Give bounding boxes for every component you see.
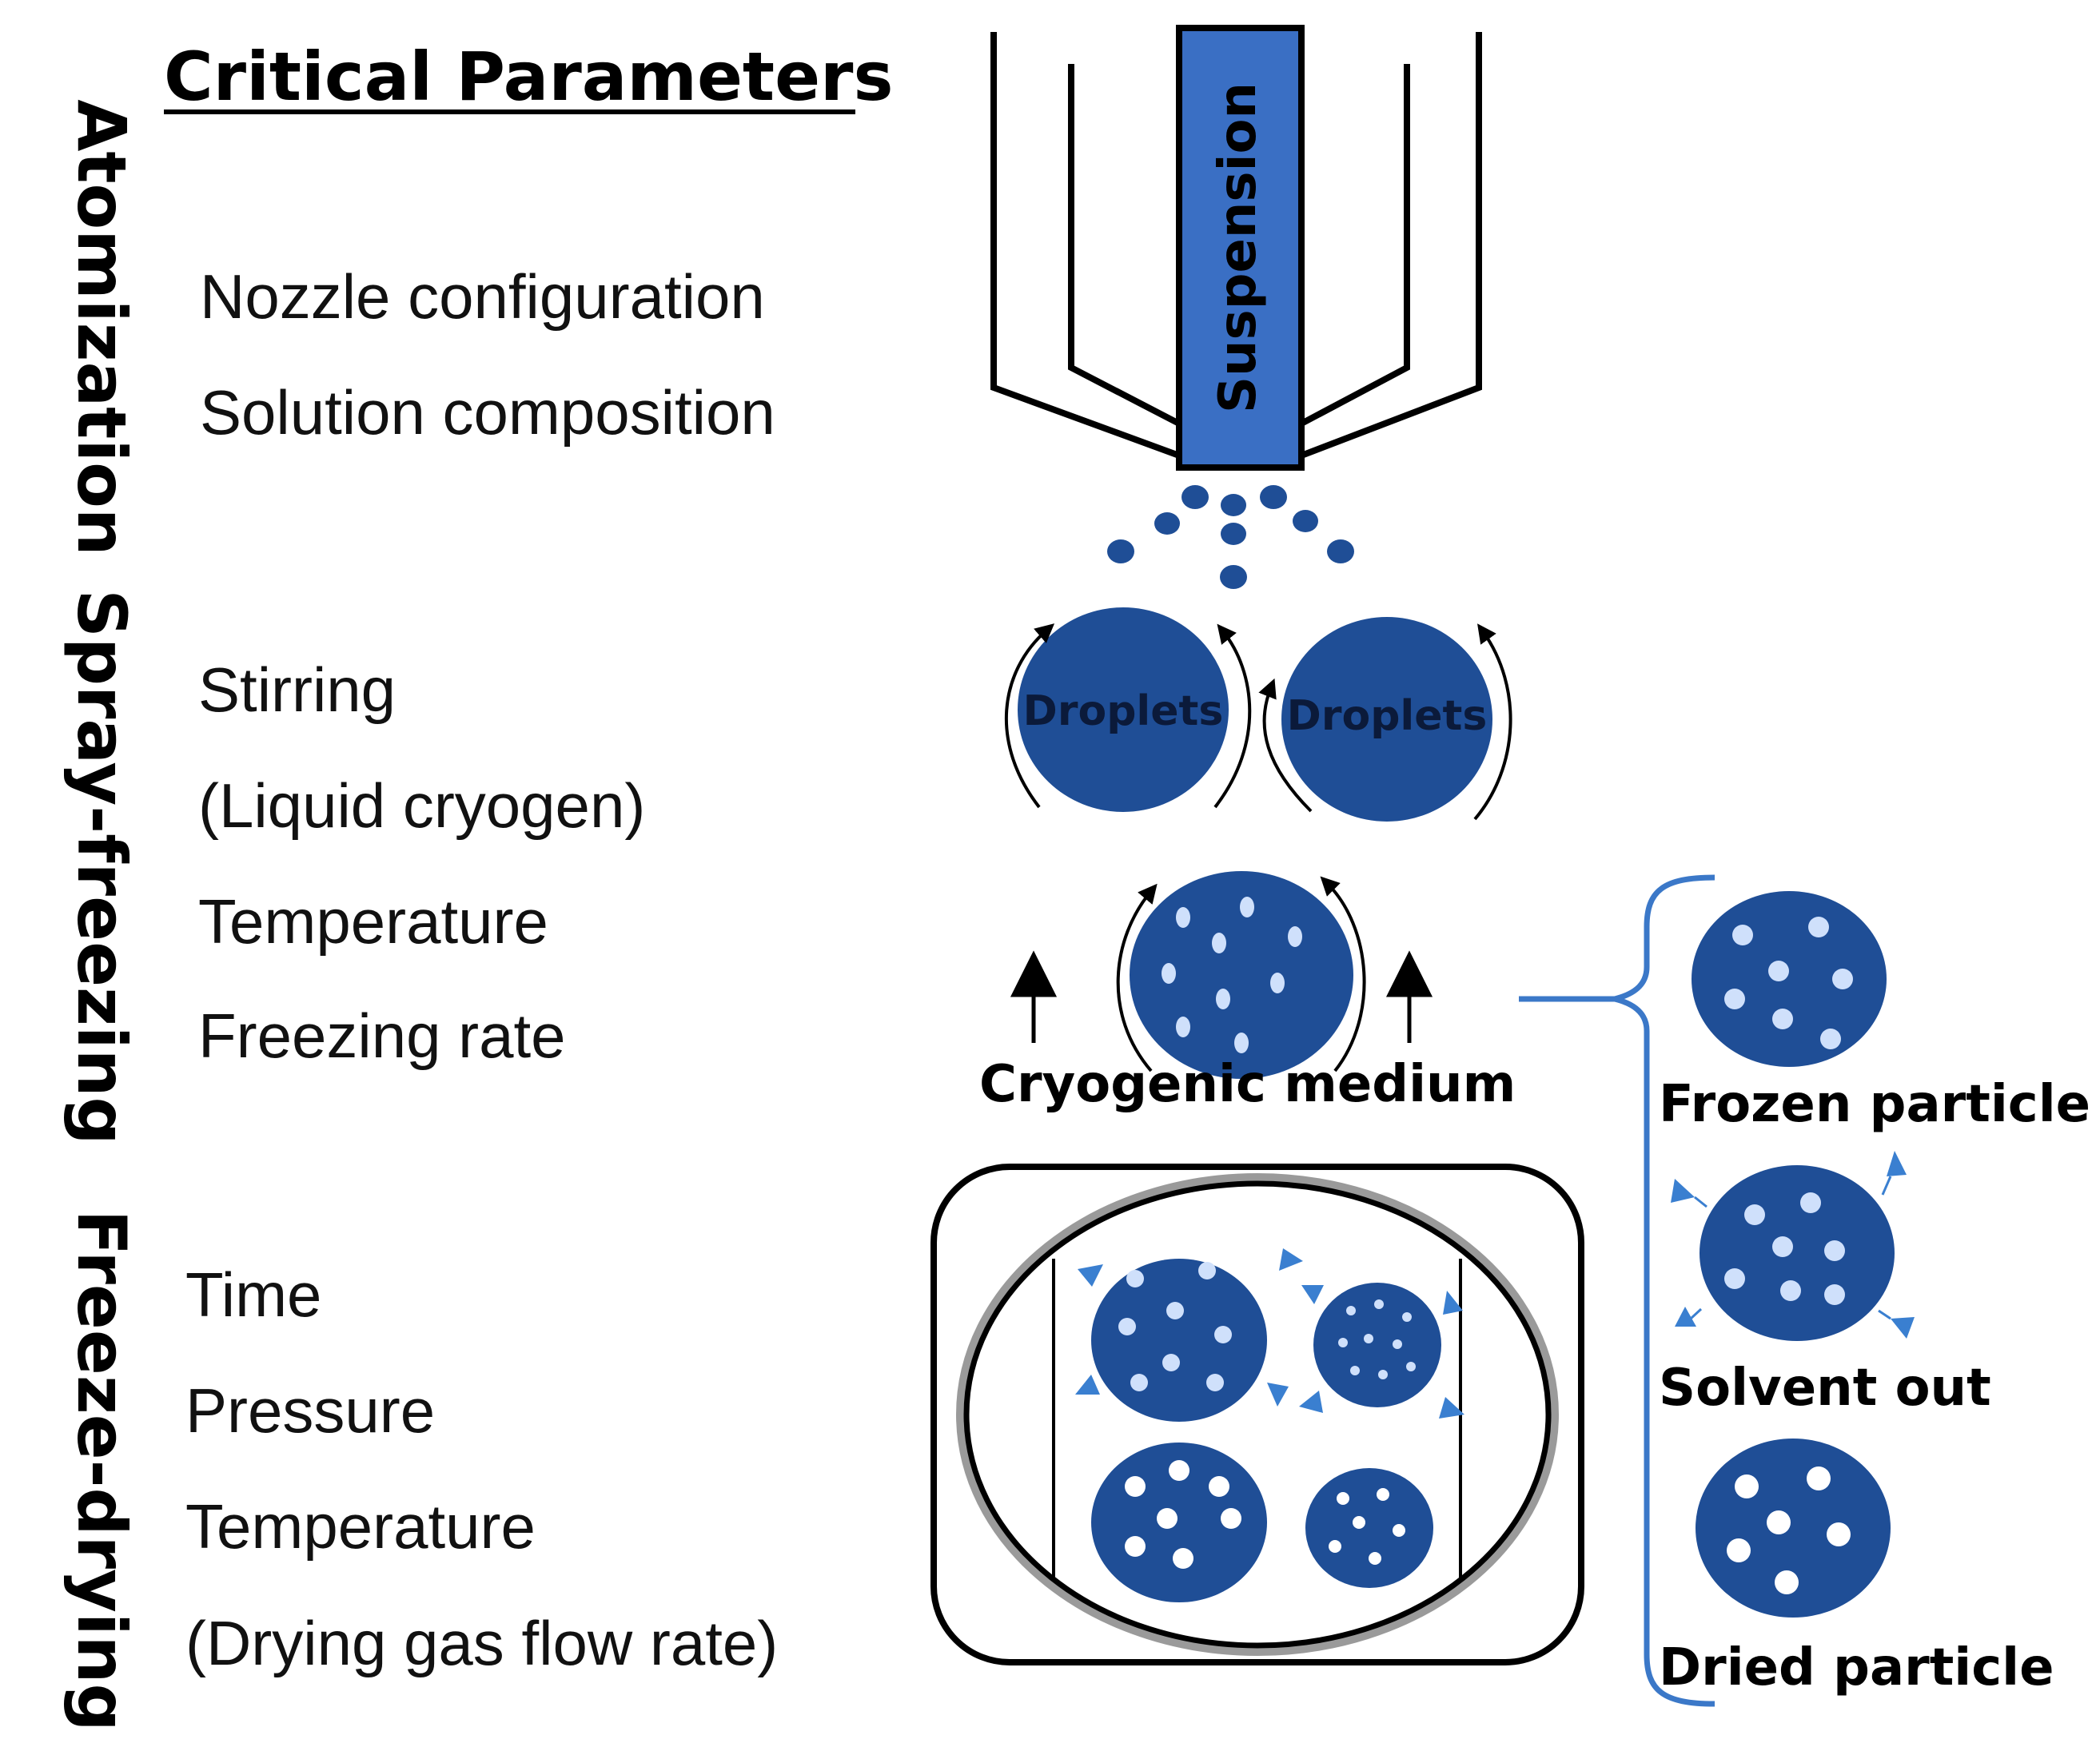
stage-label-atomization: Atomization (62, 99, 141, 555)
suspension-label: Suspension (1209, 82, 1268, 413)
param-freezing-rate: Freezing rate (198, 1001, 566, 1071)
droplets-group: Droplets Droplets (1004, 607, 1512, 822)
param-nozzle-configuration: Nozzle configuration (200, 261, 765, 332)
param-solution-composition: Solution composition (200, 377, 775, 448)
cryogenic-up-arrows (1010, 950, 1433, 1043)
param-drying-gas-flow-rate: (Drying gas flow rate) (185, 1608, 778, 1678)
param-pressure: Pressure (185, 1375, 435, 1446)
suspension-tube (1176, 25, 1305, 471)
frozen-particle-label: Frozen particle (1659, 1075, 2090, 1134)
solvent-out-label: Solvent out (1659, 1359, 1991, 1418)
freeze-dryer-chamber (930, 1164, 1584, 1665)
droplet-right (1281, 617, 1492, 822)
param-temperature-spray: Temperature (198, 886, 548, 957)
cryogenic-medium-label: Cryogenic medium (979, 1055, 1516, 1114)
dried-particle-label: Dried particle (1659, 1638, 2054, 1697)
frozen-droplet (1116, 871, 1366, 1079)
state-frozen-particle (1692, 891, 1887, 1067)
param-temperature-drying: Temperature (185, 1491, 536, 1562)
droplet-left (1018, 607, 1229, 812)
nozzle (990, 32, 1482, 459)
param-time: Time (185, 1259, 321, 1330)
stage-label-freeze-drying: Freeze-drying (62, 1209, 141, 1731)
state-dried-particle (1696, 1439, 1891, 1618)
param-liquid-cryogen: (Liquid cryogen) (198, 770, 645, 841)
spray-droplets (1107, 485, 1354, 589)
state-solvent-out (1671, 1151, 1915, 1341)
stage-label-spray-freezing: Spray-freezing (62, 589, 141, 1144)
state-bracket (1519, 874, 1715, 1707)
droplet-right-label: Droplets (1287, 692, 1488, 740)
droplet-left-label: Droplets (1023, 687, 1224, 735)
title: Critical Parameters (164, 38, 893, 116)
param-stirring: Stirring (198, 655, 396, 725)
